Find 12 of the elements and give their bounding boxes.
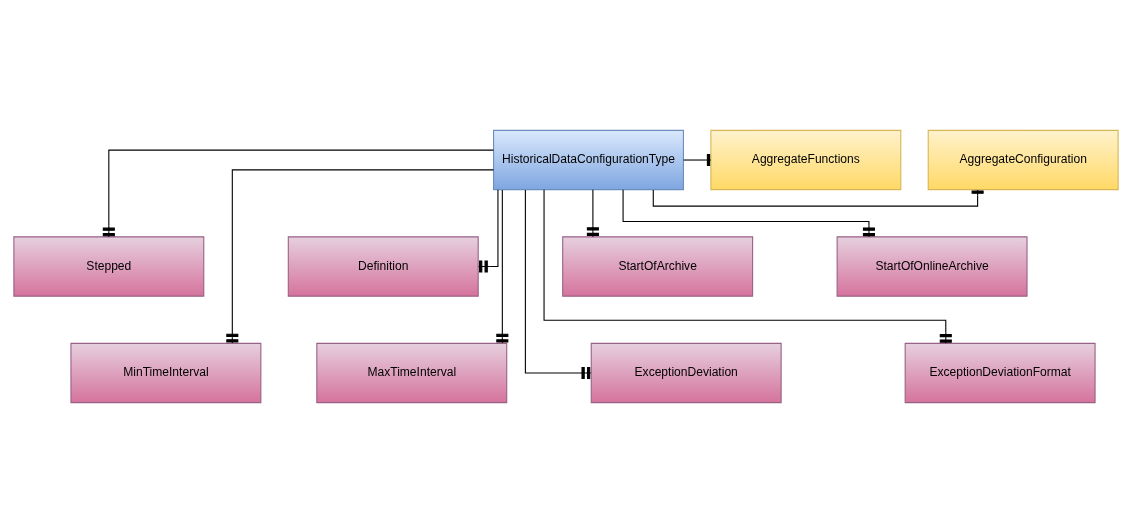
node-box: MinTimeInterval (70, 342, 262, 403)
node-box: Stepped (13, 235, 205, 297)
node-box: Definition (287, 235, 479, 297)
connector (477, 188, 499, 273)
node-box: StartOfArchive (562, 235, 754, 297)
node-box: AggregateConfiguration (927, 129, 1119, 190)
node-box: MaxTimeInterval (316, 342, 508, 403)
node-box: StartOfOnlineArchive (836, 235, 1028, 297)
node-box: HistoricalDataConfigurationType (493, 129, 684, 190)
node-box: AggregateFunctions (710, 129, 902, 190)
node-box: ExceptionDeviationFormat (904, 342, 1096, 403)
node-box: ExceptionDeviation (590, 342, 782, 403)
